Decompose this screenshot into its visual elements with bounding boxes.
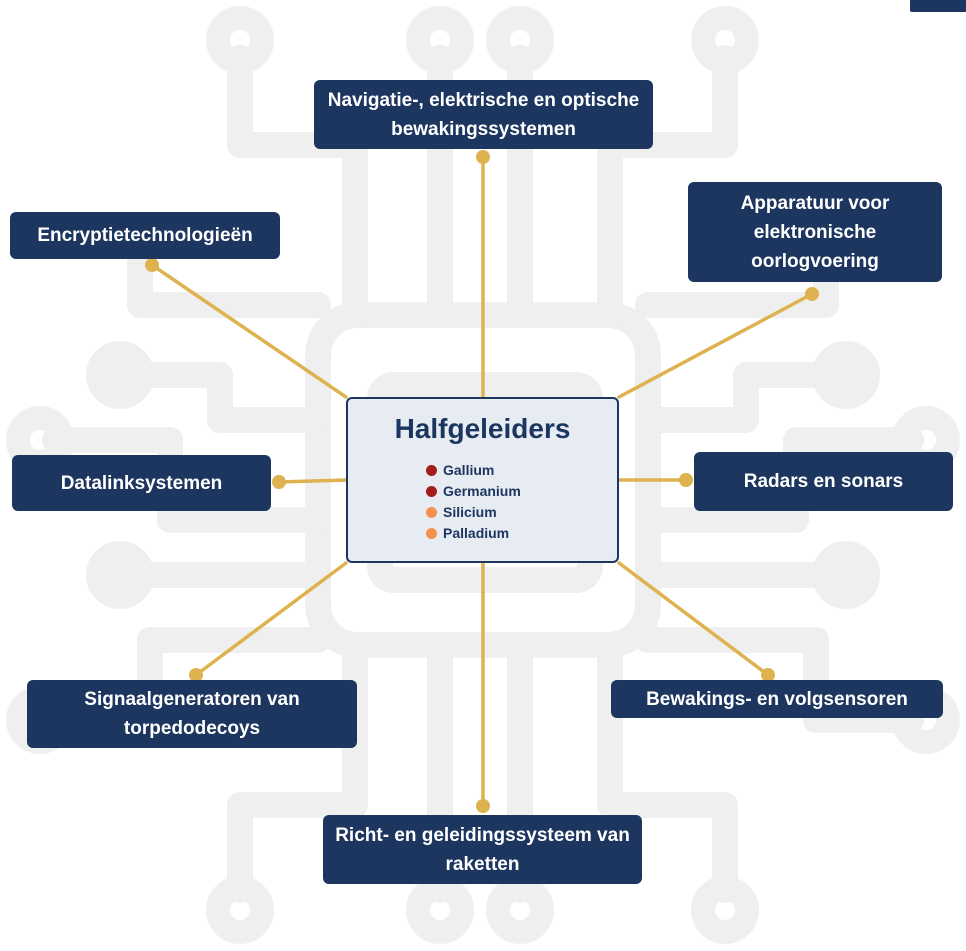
node-electronic-warfare: Apparatuur voor elektronische oorlogvoer…	[688, 182, 942, 282]
element-list: Gallium Germanium Silicium Palladium	[348, 460, 617, 544]
element-item: Gallium	[426, 460, 617, 481]
node-encryption-label: Encryptietechnologieën	[37, 225, 253, 246]
element-item: Germanium	[426, 481, 617, 502]
corner-tab	[910, 0, 966, 12]
node-surveillance: Bewakings- en volgsensoren	[611, 680, 943, 718]
connector-encryption	[150, 263, 348, 399]
node-radar: Radars en sonars	[694, 452, 953, 511]
element-dot-icon	[426, 528, 437, 539]
connector-dot	[476, 150, 490, 164]
node-datalink-label: Datalinksystemen	[60, 472, 223, 494]
node-missile-guidance: Richt- en geleidingssysteem van raketten	[323, 815, 642, 884]
node-navigation: Navigatie-, elektrische en optische bewa…	[314, 80, 653, 149]
connector-dot	[272, 475, 286, 489]
node-signal-generators-label: Signaalgeneratoren van torpedodecoys	[84, 689, 300, 739]
element-label: Gallium	[443, 462, 495, 478]
element-dot-icon	[426, 507, 437, 518]
element-dot-icon	[426, 465, 437, 476]
connector-surveillance	[617, 561, 770, 677]
connector-datalink	[277, 478, 348, 484]
element-label: Palladium	[443, 525, 510, 541]
connector-dot	[189, 668, 203, 682]
connector-dot	[761, 668, 775, 682]
node-datalink: Datalinksystemen	[12, 455, 271, 511]
node-electronic-warfare-label: Apparatuur voor elektronische oorlogvoer…	[740, 192, 890, 272]
element-dot-icon	[426, 486, 437, 497]
node-encryption: Encryptietechnologieën	[10, 212, 280, 259]
node-radar-label: Radars en sonars	[743, 471, 904, 492]
node-surveillance-label: Bewakings- en volgsensoren	[646, 688, 908, 710]
connector-dot	[145, 258, 159, 272]
connector-dot	[476, 799, 490, 813]
connector-dot	[805, 287, 819, 301]
connector-signal-generators	[194, 561, 348, 677]
center-title: Halfgeleiders	[394, 413, 571, 444]
element-item: Palladium	[426, 523, 617, 544]
connector-electronic-warfare	[617, 292, 814, 399]
element-item: Silicium	[426, 502, 617, 523]
node-missile-guidance-label: Richt- en geleidingssysteem van raketten	[335, 824, 630, 875]
node-signal-generators: Signaalgeneratoren van torpedodecoys	[27, 680, 357, 748]
node-navigation-label: Navigatie-, elektrische en optische bewa…	[327, 89, 640, 140]
connector-dot	[679, 473, 693, 487]
element-label: Silicium	[443, 504, 497, 520]
element-label: Germanium	[443, 483, 521, 499]
center-node-semiconductors: Halfgeleiders Gallium Germanium Silicium…	[346, 397, 619, 563]
